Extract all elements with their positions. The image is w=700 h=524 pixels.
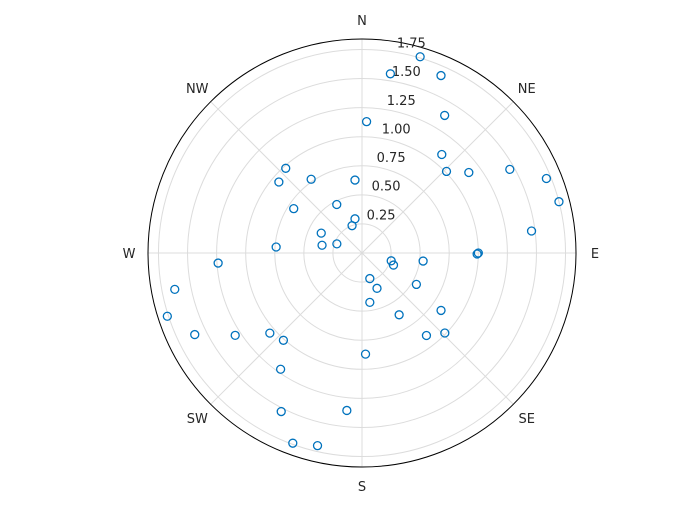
theta-gridline [361,252,514,405]
data-point [306,174,316,184]
data-point [170,284,180,295]
data-point [274,177,284,187]
data-point [350,175,360,185]
r-tick-label: 1.25 [387,94,416,109]
data-point [281,163,291,173]
theta-tick-label: S [358,480,366,495]
r-gridline [245,136,479,370]
data-point [541,173,552,184]
data-point [271,242,281,252]
r-tick-label: 1.50 [392,65,421,80]
data-point [230,330,240,340]
theta-tick-label: N [357,14,367,29]
data-point [365,273,375,284]
data-point [436,70,446,81]
data-point [288,438,298,448]
data-point [440,328,450,338]
data-point [411,279,422,290]
data-point [372,283,382,293]
r-gridline [187,78,537,428]
data-point [385,69,396,79]
data-point [388,260,399,270]
data-point [162,311,172,321]
r-gridline [157,48,567,458]
theta-gridline [210,101,363,254]
theta-gridline [361,101,514,254]
data-points [162,52,564,451]
data-point [394,310,404,320]
data-point [464,167,474,178]
theta-gridline [210,252,363,405]
data-point [437,149,447,160]
data-point [472,249,482,259]
data-point [361,117,372,127]
data-point [526,226,537,236]
r-tick-label: 1.00 [382,122,411,137]
data-point [436,305,446,316]
data-point [278,335,289,345]
theta-tick-label: SW [187,412,208,427]
data-point [265,328,275,338]
data-point [213,258,223,268]
data-point [317,240,327,250]
data-point [360,349,371,359]
theta-tick-label: NE [518,82,536,97]
data-point [332,199,342,210]
r-tick-label: 0.25 [367,208,396,223]
data-point [421,330,432,341]
outer-axis-circle [147,38,577,468]
data-point [418,256,428,266]
data-point [332,239,342,249]
r-gridline [332,223,392,283]
data-point [312,440,323,451]
data-point [347,221,357,231]
data-point [289,204,299,214]
data-point [415,52,425,62]
r-gridline [303,194,421,312]
data-point [316,228,326,238]
polar-grid [147,38,577,468]
data-point [342,405,352,416]
data-point [365,297,375,308]
r-gridline [274,165,450,341]
tick-labels: 0.25 0.50 0.75 1.00 1.25 1.50 1.75E NE N NW W SW S SE [123,14,600,495]
r-tick-label: 0.75 [377,151,406,166]
data-point [473,248,483,258]
data-point [505,164,515,175]
theta-tick-label: E [591,247,599,262]
data-point [276,406,286,417]
r-tick-label: 0.50 [372,180,401,195]
data-point [190,329,200,340]
data-point [275,364,286,374]
r-gridline [216,107,508,399]
theta-tick-label: NW [186,82,209,97]
theta-tick-label: W [123,247,136,262]
theta-tick-label: SE [519,412,535,427]
r-tick-label: 1.75 [397,37,426,52]
data-point [440,110,450,121]
data-point [554,197,564,207]
data-point [441,166,452,177]
